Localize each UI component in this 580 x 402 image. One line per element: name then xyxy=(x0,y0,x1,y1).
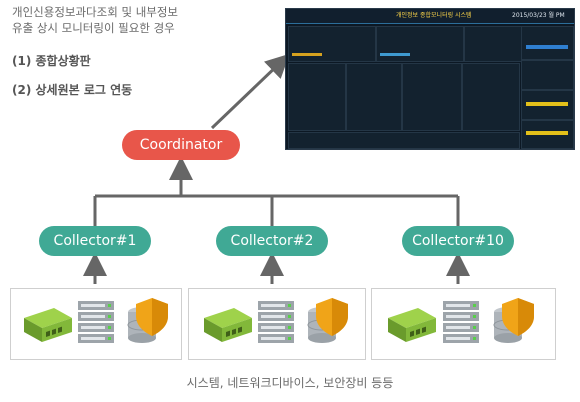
dashboard-panel xyxy=(402,63,462,131)
dashboard-bar xyxy=(526,102,568,106)
collector-10-node: Collector#10 xyxy=(402,226,514,256)
network-switch-icon xyxy=(204,308,252,342)
dashboard-panel xyxy=(376,26,464,62)
dashboard-title: 개인정보 종합모니터링 시스템 xyxy=(396,12,472,19)
server-icon xyxy=(78,301,114,343)
dashboard-panel xyxy=(346,63,402,131)
collector-2-node: Collector#2 xyxy=(216,226,328,256)
network-switch-icon xyxy=(388,308,436,342)
dashboard-panel xyxy=(462,63,520,131)
database-shield-icon xyxy=(127,297,169,344)
database-shield-icon xyxy=(493,297,535,344)
dashboard-panel xyxy=(521,60,574,90)
dashboard-panel xyxy=(288,26,376,62)
device-footer-label: 시스템, 네트워크디바이스, 보안장비 등등 xyxy=(186,376,394,390)
note-line-1: 개인신용정보과다조회 및 내부정보 xyxy=(12,5,179,19)
server-icon xyxy=(258,301,294,343)
coordinator-node: Coordinator xyxy=(122,130,240,160)
dashboard-panel xyxy=(288,132,520,149)
dashboard-bar xyxy=(526,131,568,135)
dashboard-screenshot: 개인정보 종합모니터링 시스템 2015/03/23 월 PM 6:14 xyxy=(285,8,575,150)
dashboard-accent xyxy=(292,53,322,56)
dashboard-accent xyxy=(380,53,410,56)
collector-1-node: Collector#1 xyxy=(39,226,151,256)
database-shield-icon xyxy=(307,297,349,344)
note-item-2: (2) 상세원본 로그 연동 xyxy=(12,83,133,97)
server-icon xyxy=(443,301,479,343)
network-switch-icon xyxy=(24,308,72,342)
arrow-coordinator-to-dashboard xyxy=(210,53,290,130)
dashboard-panel xyxy=(521,26,574,60)
note-item-1: (1) 종합상황판 xyxy=(12,54,91,68)
dashboard-title-bar: 개인정보 종합모니터링 시스템 2015/03/23 월 PM 6:14 xyxy=(286,9,574,33)
dashboard-panel xyxy=(288,63,346,131)
dashboard-bar xyxy=(526,45,568,49)
note-line-2: 유출 상시 모니터링이 필요한 경우 xyxy=(12,21,175,35)
